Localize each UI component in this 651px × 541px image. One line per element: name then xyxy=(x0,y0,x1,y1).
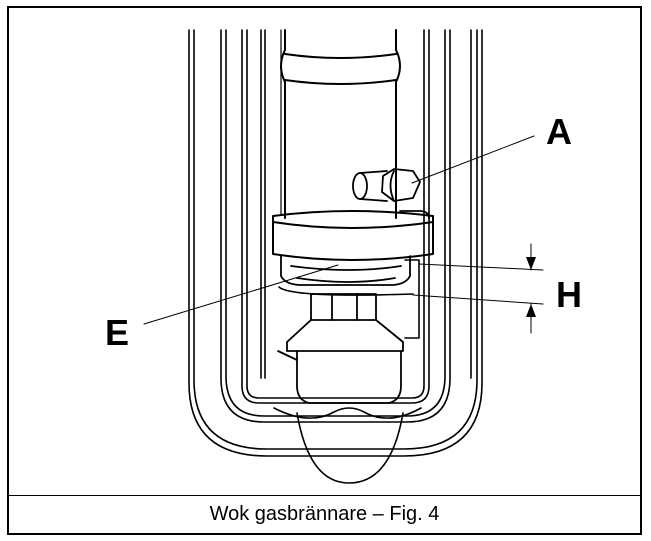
burner-diagram: A E H xyxy=(105,29,582,484)
figure-frame: A E H Wok gasbrännare – Fig. 4 xyxy=(7,6,642,535)
label-a: A xyxy=(546,111,572,152)
burner-cap-e xyxy=(278,255,420,339)
nozzle-nut xyxy=(286,293,404,352)
label-e: E xyxy=(105,312,129,353)
label-h: H xyxy=(556,274,582,315)
figure-caption: Wok gasbrännare – Fig. 4 xyxy=(209,503,440,525)
burner-housing xyxy=(188,29,483,457)
lower-body xyxy=(277,350,402,404)
screw-a xyxy=(352,168,430,219)
leader-line-e xyxy=(143,264,339,325)
collar-ring xyxy=(272,210,434,261)
dimension-h xyxy=(412,243,544,334)
leader-line-a xyxy=(411,135,535,184)
gas-pipe xyxy=(280,29,401,219)
housing-bottom-bulb xyxy=(273,407,422,484)
dimension-h-arrows xyxy=(526,257,536,317)
caption-bar: Wok gasbrännare – Fig. 4 xyxy=(9,495,640,533)
